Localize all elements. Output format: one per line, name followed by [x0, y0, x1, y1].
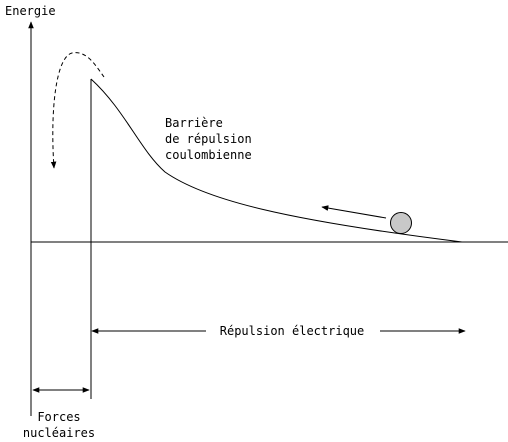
dashed-fall-arrow [50, 52, 105, 169]
barrier-label-line1: Barrière [165, 116, 223, 130]
forces-label-line2: nucléaires [23, 426, 95, 440]
forces-label-line1: Forces [37, 410, 80, 424]
barrier-label-line2: de répulsion [165, 132, 252, 146]
coulomb-barrier-curve [90, 78, 463, 243]
particle-direction-arrow [321, 205, 387, 219]
particle-ball [390, 212, 412, 234]
barrier-label-line3: coulombienne [165, 148, 252, 162]
repulsion-label: Répulsion électrique [220, 324, 365, 338]
energy-axis-label: Energie [5, 4, 56, 18]
